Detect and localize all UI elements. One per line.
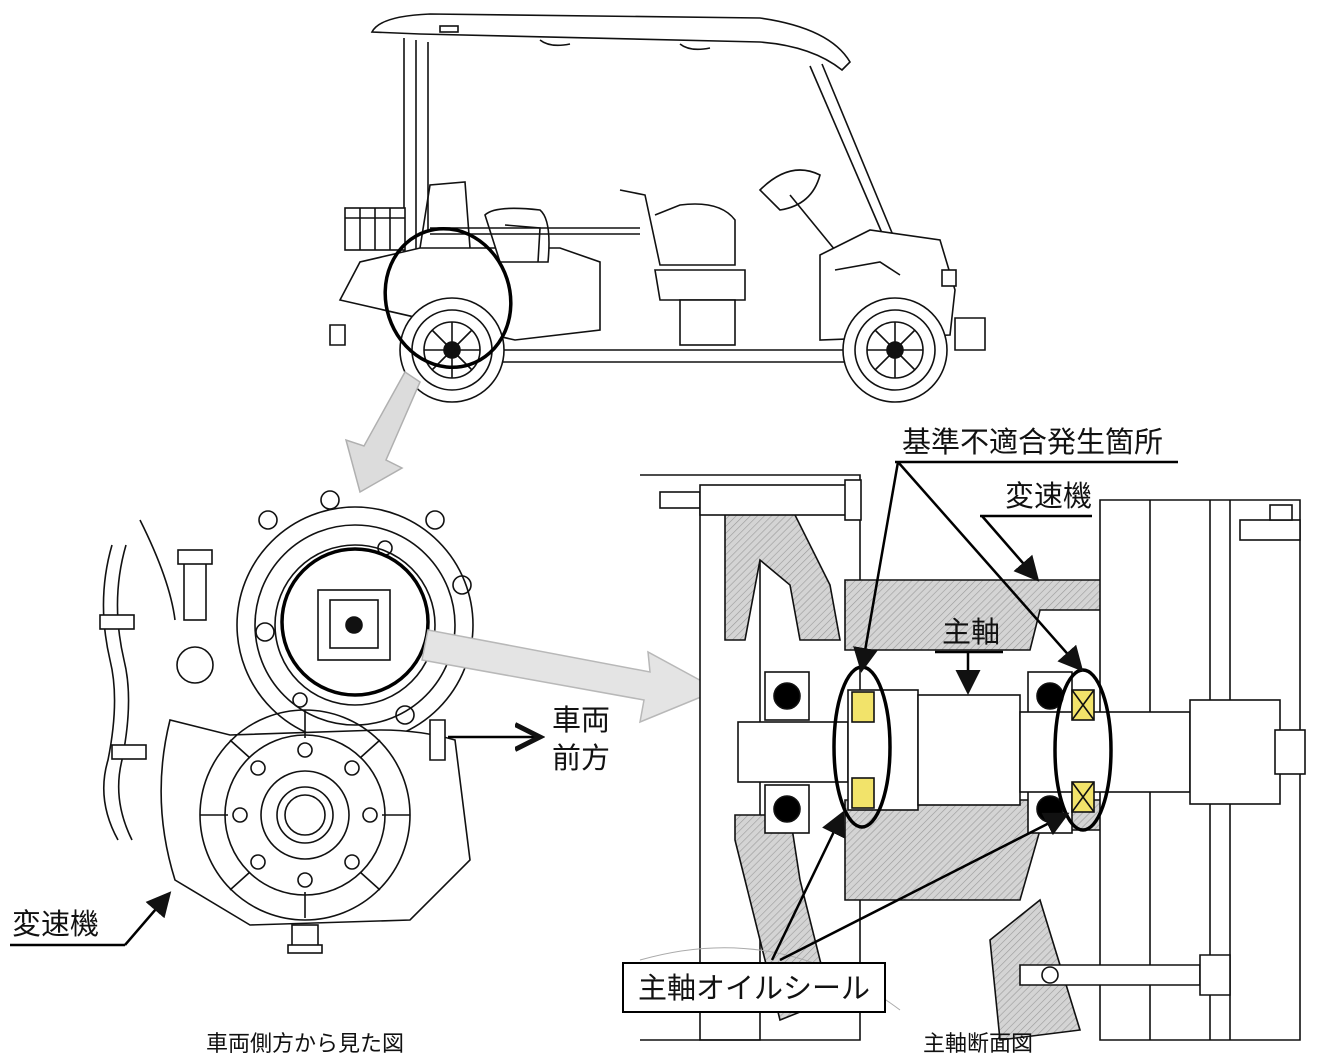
label-vehicle-front-line1: 車両	[552, 703, 611, 737]
main-shaft-highlight-circle	[280, 547, 430, 697]
golf-cart-side-view	[329, 13, 986, 403]
label-main-shaft: 主軸	[942, 615, 1001, 649]
label-transmission-right: 変速機	[1005, 479, 1093, 513]
callout-arrow-transmission-to-section	[421, 629, 720, 724]
transmission-side-view	[99, 490, 474, 954]
label-transmission-left: 変速機	[12, 907, 100, 941]
caption-side-view: 車両側方から見た図	[206, 1032, 405, 1057]
leader-lines	[10, 460, 1178, 962]
callout-arrow-cart-to-transmission	[344, 370, 421, 494]
rear-drive-highlight-circle	[383, 226, 513, 370]
label-main-shaft-oil-seal: 主軸オイルシール	[622, 962, 887, 1013]
caption-shaft-section: 主軸断面図	[923, 1032, 1034, 1057]
main-shaft-cross-section	[639, 474, 1306, 1041]
label-nonconformity-location: 基準不適合発生箇所	[902, 425, 1164, 459]
label-vehicle-front-line2: 前方	[552, 741, 611, 775]
